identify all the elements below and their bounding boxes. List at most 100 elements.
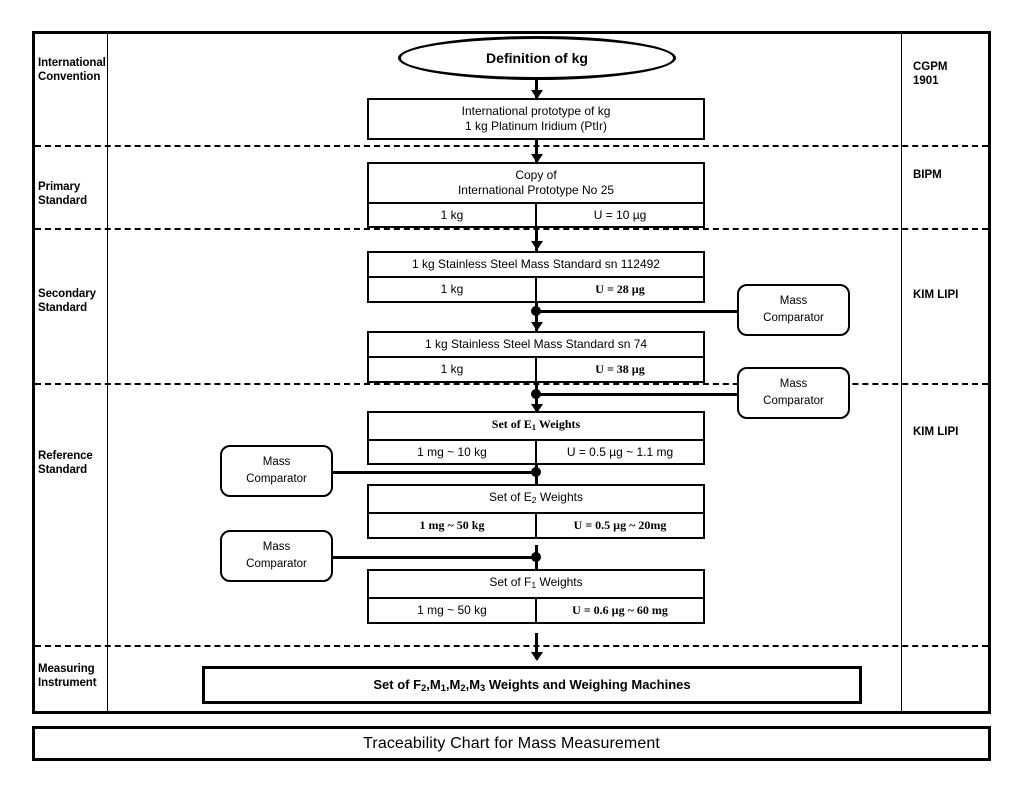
node-header-line1: Copy of bbox=[515, 168, 557, 182]
comparator-line2: Comparator bbox=[246, 558, 307, 570]
comparator-line1: Mass bbox=[262, 456, 291, 468]
measuring-set-label: Set of F2,M1,M2,M3 Weights and Weighing … bbox=[373, 677, 690, 693]
band-label-line: International bbox=[38, 57, 106, 69]
comparator-line1: Mass bbox=[779, 378, 808, 390]
right-label-line: KIM LIPI bbox=[913, 289, 959, 301]
node-header-subscript: 1 bbox=[531, 421, 537, 432]
arrow-prototype-to-copy bbox=[531, 154, 543, 163]
comparator-right-1: Mass Comparator bbox=[737, 284, 850, 336]
measuring-set-s3: 2 bbox=[460, 683, 466, 694]
node-set-of-f1-weights: Set of F1 Weights 1 mg ~ 50 kg U = 0.6 µ… bbox=[367, 569, 705, 624]
comparator-line1: Mass bbox=[262, 541, 291, 553]
page-title: Traceability Chart for Mass Measurement bbox=[363, 734, 660, 752]
arrow-definition-to-prototype bbox=[531, 90, 543, 99]
node-uncertainty-value: U = 10 µg bbox=[593, 208, 647, 222]
branch-ss112492-to-comparator-right-1 bbox=[535, 310, 740, 313]
comparator-left-1: Mass Comparator bbox=[220, 445, 333, 497]
band-label-line: Reference bbox=[38, 450, 93, 462]
arrow-ss74-to-e1 bbox=[531, 404, 543, 413]
connector-f1-to-measuring-set bbox=[535, 633, 538, 659]
node-nominal-value: 1 kg bbox=[369, 204, 537, 226]
measuring-set-p4: ,M bbox=[465, 676, 481, 692]
connector-definition-to-prototype bbox=[535, 78, 538, 98]
right-label-line: BIPM bbox=[913, 169, 942, 181]
node-header: International prototype of kg 1 kg Plati… bbox=[369, 100, 703, 138]
chart-title-bar: Traceability Chart for Mass Measurement bbox=[32, 726, 991, 761]
comparator-right-2: Mass Comparator bbox=[737, 367, 850, 419]
connector-e2-to-f1 bbox=[535, 545, 538, 579]
node-header-subscript: 1 bbox=[531, 579, 537, 590]
measuring-set-s1: 2 bbox=[421, 683, 427, 694]
node-value-row: 1 kg U = 10 µg bbox=[369, 202, 703, 226]
arrow-f1-to-measuring-set bbox=[531, 652, 543, 661]
node-stainless-steel-74: 1 kg Stainless Steel Mass Standard sn 74… bbox=[367, 331, 705, 383]
node-nominal-value: 1 kg bbox=[369, 278, 537, 301]
node-nominal-value: 1 kg bbox=[369, 358, 537, 381]
measuring-set-p2: ,M bbox=[426, 676, 441, 692]
right-label-line: KIM LIPI bbox=[913, 426, 959, 438]
node-international-prototype: International prototype of kg 1 kg Plati… bbox=[367, 98, 705, 140]
node-header: Copy of International Prototype No 25 bbox=[369, 164, 703, 202]
node-header-prefix: Set of E bbox=[491, 417, 532, 431]
right-label-line: CGPM bbox=[913, 61, 948, 73]
arrow-ss112492-to-ss74 bbox=[531, 322, 543, 331]
node-header: Set of F1 Weights bbox=[369, 571, 703, 597]
junction-dot-ss112492 bbox=[531, 306, 541, 316]
band-label-line: Measuring bbox=[38, 663, 95, 675]
node-header-line2: 1 kg Platinum Iridium (PtIr) bbox=[464, 119, 608, 133]
node-set-of-e1-weights: Set of E1 Weights 1 mg ~ 10 kg U = 0.5 µ… bbox=[367, 411, 705, 465]
node-header-suffix: Weights bbox=[536, 490, 583, 504]
band-label-measuring-instrument: Measuring Instrument bbox=[38, 662, 108, 690]
junction-dot-e2 bbox=[531, 552, 541, 562]
comparator-left-2: Mass Comparator bbox=[220, 530, 333, 582]
node-definition-of-kg: Definition of kg bbox=[398, 36, 676, 80]
node-set-of-e2-weights: Set of E2 Weights 1 mg ~ 50 kg U = 0.5 µ… bbox=[367, 484, 705, 539]
branch-ss74-to-comparator-right-2 bbox=[535, 393, 740, 396]
band-label-international-convention: International Convention bbox=[38, 56, 108, 84]
node-uncertainty-value: U = 38 µg bbox=[595, 362, 645, 376]
measuring-set-s2: 1 bbox=[440, 683, 446, 694]
band-label-primary-standard: Primary Standard bbox=[38, 180, 108, 208]
band-label-line: Standard bbox=[38, 195, 88, 207]
node-header-subscript: 2 bbox=[531, 494, 537, 505]
measuring-set-s4: 3 bbox=[480, 683, 486, 694]
node-header-prefix: Set of E bbox=[489, 490, 532, 504]
right-label-kim-lipi-secondary: KIM LIPI bbox=[913, 288, 993, 302]
branch-comparator-left-2-to-f1 bbox=[330, 556, 538, 559]
junction-dot-ss74 bbox=[531, 389, 541, 399]
right-label-cgpm: CGPM 1901 bbox=[913, 60, 993, 88]
node-header-suffix: Weights bbox=[536, 575, 583, 589]
band-separator-1 bbox=[35, 145, 988, 147]
band-label-line: Standard bbox=[38, 302, 88, 314]
right-column-divider bbox=[901, 34, 902, 714]
arrow-copy-to-ss112492 bbox=[531, 241, 543, 250]
comparator-line2: Comparator bbox=[246, 473, 307, 485]
node-header: Set of E1 Weights bbox=[369, 413, 703, 439]
node-value-row: 1 kg U = 38 µg bbox=[369, 356, 703, 381]
comparator-line2: Comparator bbox=[763, 395, 824, 407]
node-nominal-value: 1 mg ~ 10 kg bbox=[369, 440, 537, 463]
connector-e1-to-e2 bbox=[535, 460, 538, 494]
junction-dot-e1 bbox=[531, 467, 541, 477]
node-uncertainty-value: U = 0.6 µg ~ 60 mg bbox=[572, 602, 668, 617]
band-label-line: Primary bbox=[38, 181, 81, 193]
node-copy-prototype-25: Copy of International Prototype No 25 1 … bbox=[367, 162, 705, 228]
connector-prototype-to-copy bbox=[535, 138, 538, 162]
node-header: Set of E2 Weights bbox=[369, 486, 703, 512]
measuring-set-p5: Weights and Weighing Machines bbox=[485, 676, 691, 692]
right-label-kim-lipi-reference: KIM LIPI bbox=[913, 425, 993, 439]
node-stainless-steel-112492: 1 kg Stainless Steel Mass Standard sn 11… bbox=[367, 251, 705, 303]
band-label-reference-standard: Reference Standard bbox=[38, 449, 108, 477]
node-uncertainty-value: U = 0.5 µg ~ 1.1 mg bbox=[566, 444, 674, 459]
band-separator-2 bbox=[35, 228, 988, 230]
left-column-divider bbox=[107, 34, 108, 714]
branch-comparator-left-1-to-e2 bbox=[330, 471, 538, 474]
right-label-bipm: BIPM bbox=[913, 168, 993, 182]
node-header: 1 kg Stainless Steel Mass Standard sn 74 bbox=[424, 337, 648, 351]
band-label-line: Secondary bbox=[38, 288, 96, 300]
measuring-set-p1: Set of F bbox=[373, 676, 422, 692]
measuring-set-p3: ,M bbox=[445, 676, 461, 692]
connector-copy-to-ss112492 bbox=[535, 227, 538, 251]
band-label-secondary-standard: Secondary Standard bbox=[38, 287, 108, 315]
